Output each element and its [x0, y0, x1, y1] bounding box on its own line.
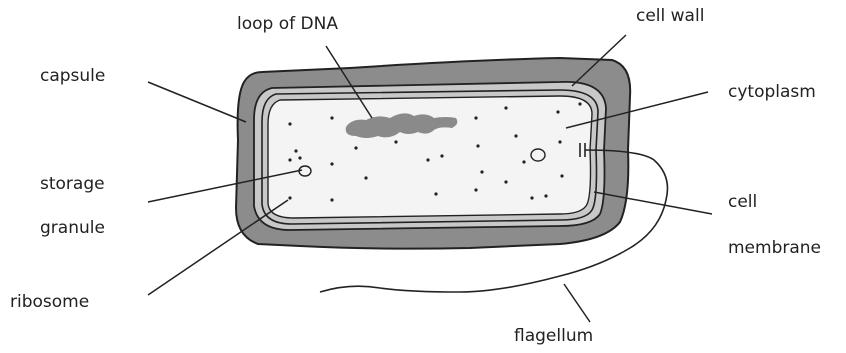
- label-granule: granule: [40, 218, 105, 238]
- label-cell: cell: [728, 192, 757, 212]
- label-capsule: capsule: [40, 66, 105, 86]
- label-loop-of-dna: loop of DNA: [237, 14, 338, 34]
- label-ribosome: ribosome: [10, 292, 89, 312]
- leader-ribosome: [148, 200, 288, 295]
- label-cytoplasm: cytoplasm: [728, 82, 816, 102]
- label-storage: storage: [40, 174, 105, 194]
- leader-capsule: [148, 82, 246, 122]
- storage-granule-2: [531, 149, 545, 161]
- label-flagellum: flagellum: [514, 326, 593, 346]
- label-membrane: membrane: [728, 238, 821, 258]
- leader-flagellum: [564, 284, 590, 322]
- label-cell-wall: cell wall: [636, 6, 704, 26]
